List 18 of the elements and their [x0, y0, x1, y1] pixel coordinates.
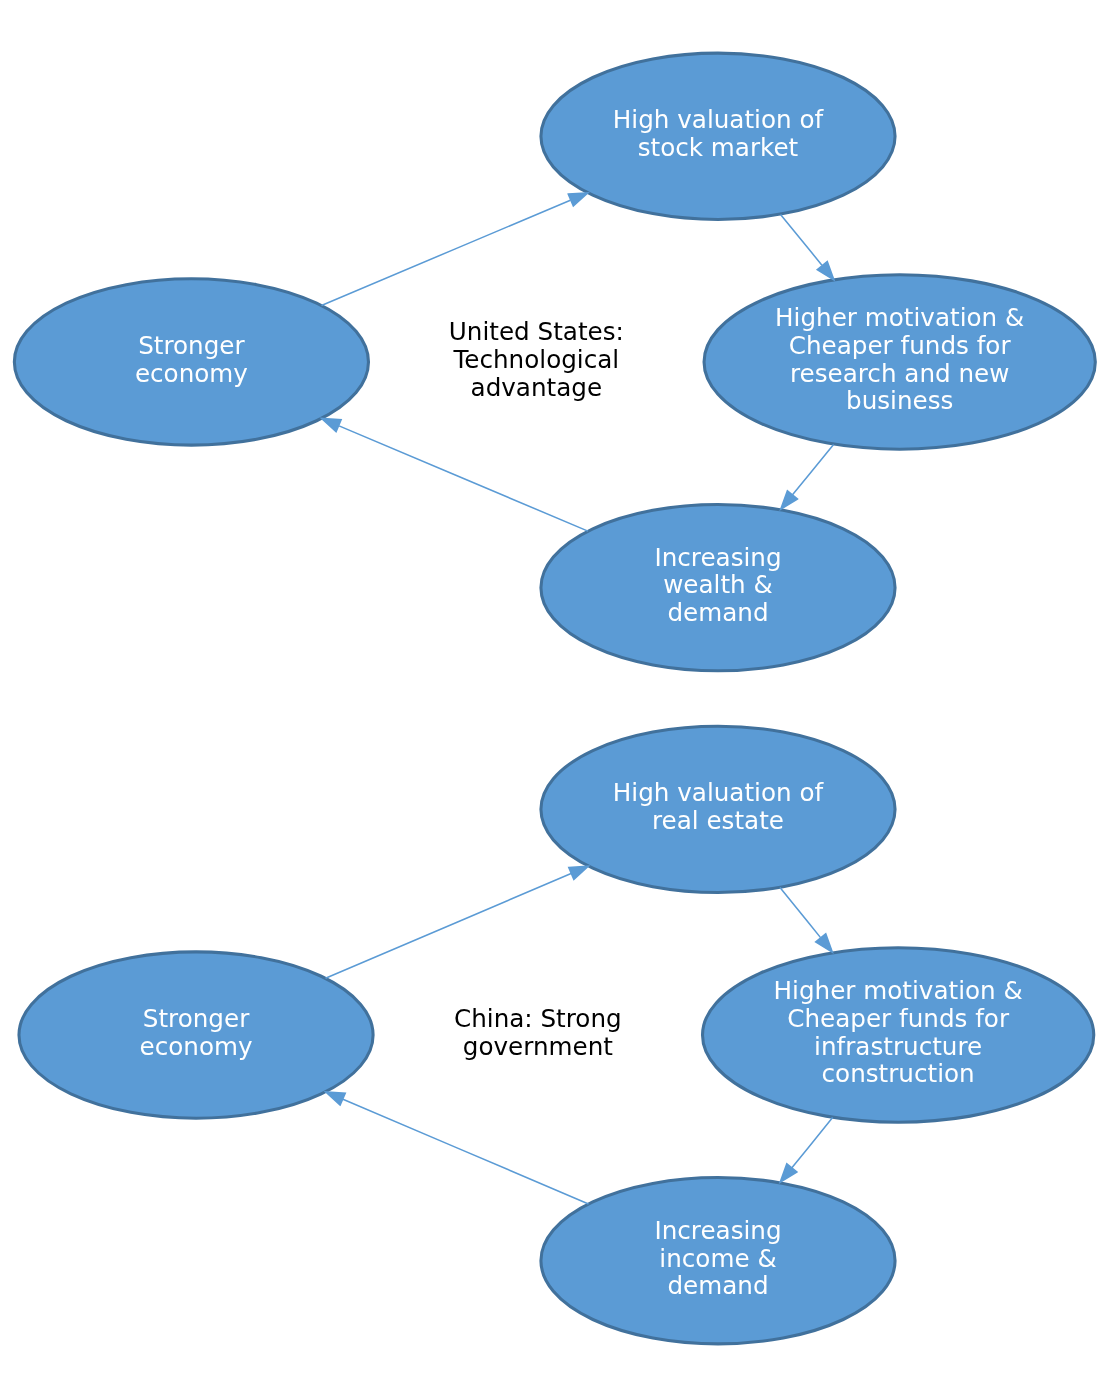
node-ellipse: Increasing income & demand [539, 1175, 897, 1345]
arrow [779, 213, 836, 282]
arrow [319, 417, 589, 532]
node-ellipse: Higher motivation & Cheaper funds for infrastructure construction [700, 945, 1096, 1124]
node-ellipse: Increasing wealth & demand [539, 502, 897, 672]
arrow [320, 191, 590, 306]
label: United States: Technological advantage [448, 316, 624, 402]
node-ellipse: Stronger economy [12, 276, 371, 447]
arrow [779, 443, 835, 511]
arrow [779, 886, 834, 954]
arrow [324, 864, 591, 979]
arrow [323, 1090, 590, 1205]
node-ellipse: High valuation of stock market [539, 51, 897, 221]
node-ellipse: Stronger economy [17, 949, 375, 1120]
arrow [778, 1116, 834, 1184]
node-ellipse: Higher motivation & Cheaper funds for research and new business [702, 272, 1097, 451]
label: China: Strong government [454, 1003, 622, 1061]
node-ellipse: High valuation of real estate [539, 724, 897, 894]
